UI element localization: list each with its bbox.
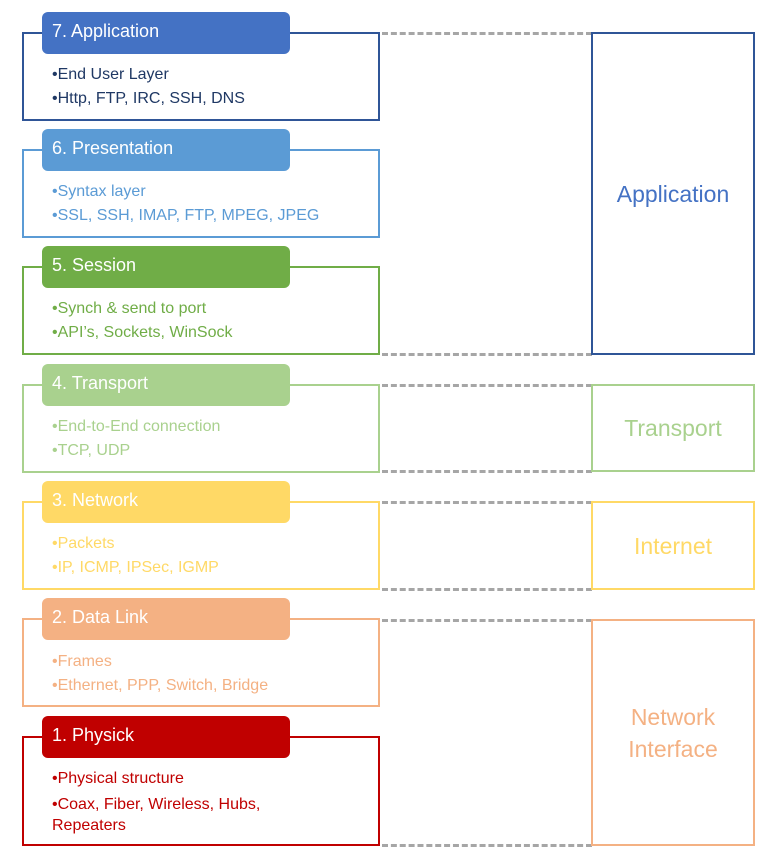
bullet: •Syntax layer [52, 183, 146, 200]
tcpip-transport-box: Transport [591, 384, 755, 472]
bullet: •SSL, SSH, IMAP, FTP, MPEG, JPEG [52, 207, 320, 224]
osi-layer-2-header: 2. Data Link [42, 598, 290, 640]
connector-application-top [382, 32, 592, 35]
osi-layer-3-bullets: •Packets •IP, ICMP, IPSec, IGMP [52, 532, 219, 580]
osi-layer-6-bullets: •Syntax layer •SSL, SSH, IMAP, FTP, MPEG… [52, 180, 319, 228]
osi-layer-7-bullets: •End User Layer •Http, FTP, IRC, SSH, DN… [52, 63, 245, 111]
osi-layer-1-header: 1. Physick [42, 716, 290, 758]
osi-layer-5-header: 5. Session [42, 246, 290, 288]
connector-transport-top [382, 384, 592, 387]
tcpip-network-interface-box: Network Interface [591, 619, 755, 846]
osi-layer-2-bullets: •Frames •Ethernet, PPP, Switch, Bridge [52, 650, 268, 698]
bullet: •Packets [52, 535, 115, 552]
bullet: •Coax, Fiber, Wireless, Hubs, Repeaters [52, 796, 261, 834]
bullet: •API’s, Sockets, WinSock [52, 324, 233, 341]
connector-internet-bottom [382, 588, 592, 591]
osi-layer-7-header: 7. Application [42, 12, 290, 54]
connector-transport-bottom [382, 470, 592, 473]
osi-layer-6-header: 6. Presentation [42, 129, 290, 171]
tcpip-application-label: Application [616, 180, 730, 207]
tcpip-transport-label: Transport [624, 415, 722, 441]
tcpip-application-box: Application [591, 32, 755, 355]
connector-network-interface-bottom [382, 844, 592, 847]
osi-layer-1-bullets: •Physical structure •Coax, Fiber, Wirele… [52, 767, 292, 836]
tcpip-internet-box: Internet [591, 501, 755, 590]
tcpip-network-interface-label: Network Interface [628, 703, 718, 762]
bullet: •Frames [52, 653, 112, 670]
bullet: •Http, FTP, IRC, SSH, DNS [52, 90, 245, 107]
bullet: •Synch & send to port [52, 300, 207, 317]
bullet: •Ethernet, PPP, Switch, Bridge [52, 677, 269, 694]
bullet: •Physical structure [52, 770, 184, 787]
bullet: •TCP, UDP [52, 442, 131, 459]
connector-application-bottom [382, 353, 592, 356]
bullet: •End User Layer [52, 66, 169, 83]
connector-internet-top [382, 501, 592, 504]
bullet: •End-to-End connection [52, 418, 221, 435]
tcpip-internet-label: Internet [634, 532, 712, 559]
osi-layer-5-bullets: •Synch & send to port •API’s, Sockets, W… [52, 297, 232, 345]
osi-layer-4-header: 4. Transport [42, 364, 290, 406]
osi-layer-3-header: 3. Network [42, 481, 290, 523]
connector-network-interface-top [382, 619, 592, 622]
bullet: •IP, ICMP, IPSec, IGMP [52, 559, 219, 576]
osi-layer-4-bullets: •End-to-End connection •TCP, UDP [52, 415, 220, 463]
